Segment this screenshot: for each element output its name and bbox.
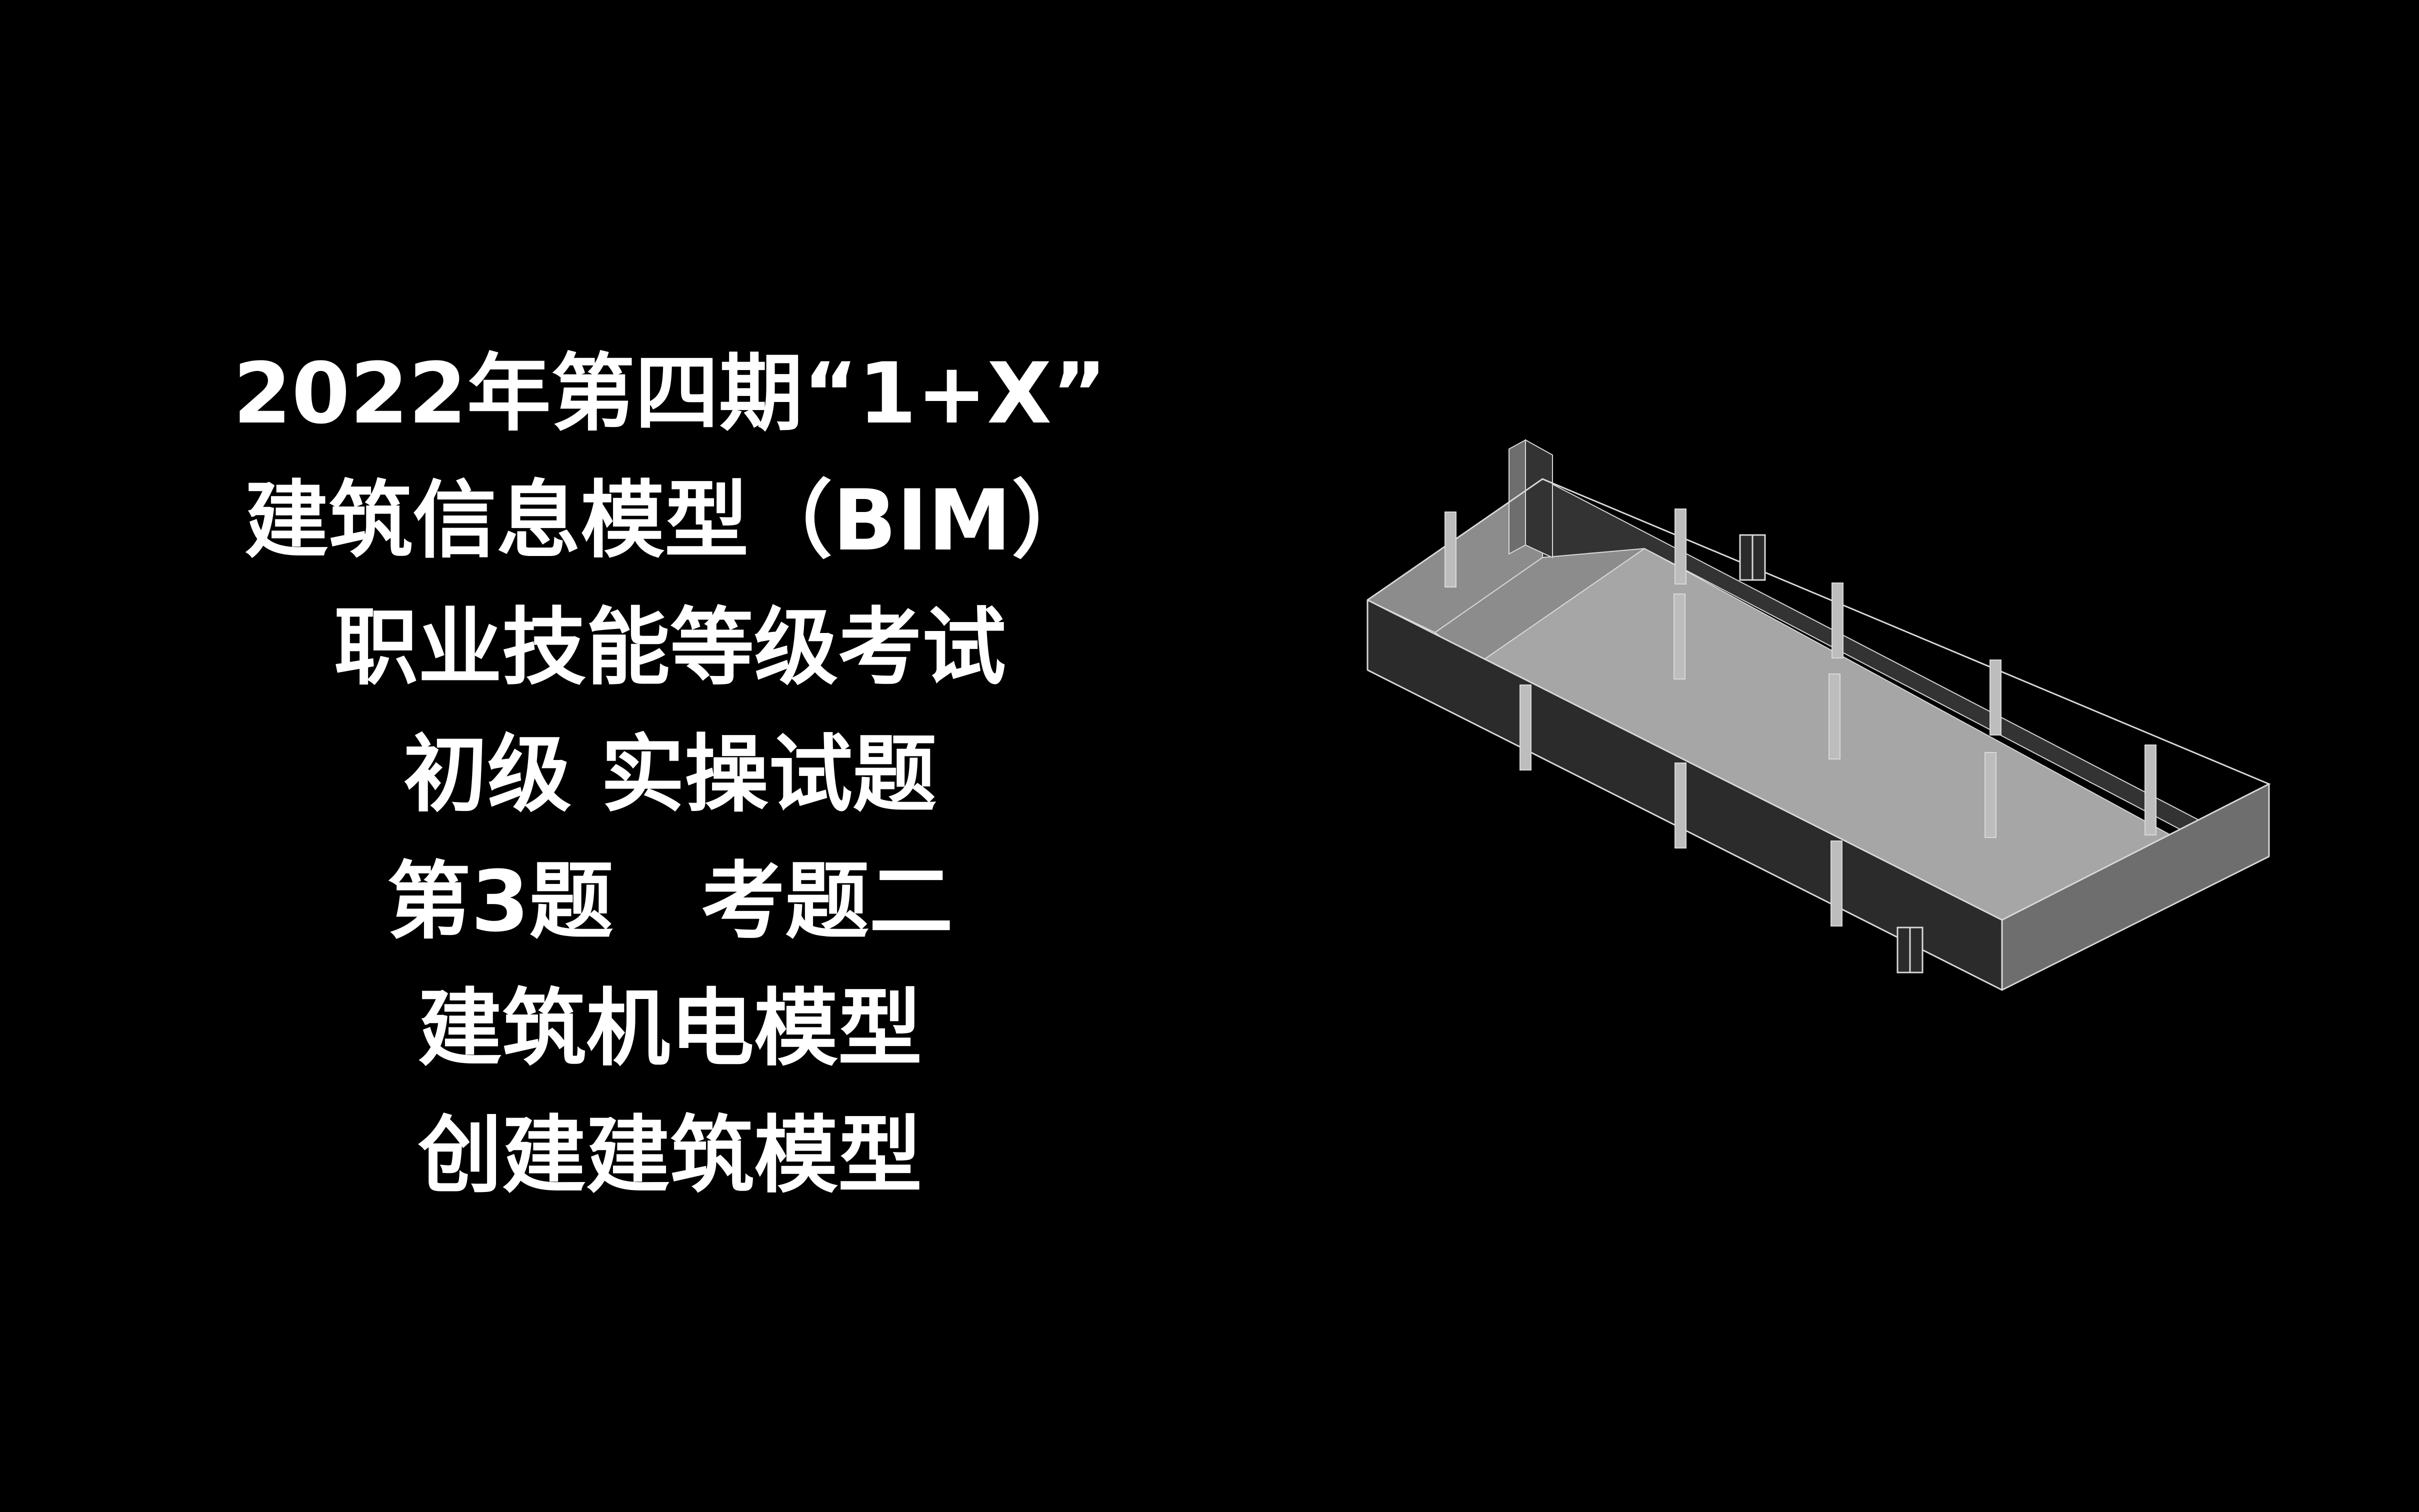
column	[1984, 752, 1996, 838]
door-back	[1739, 534, 1766, 581]
column	[1830, 840, 1842, 926]
building-model-view	[1350, 400, 2300, 1130]
title-block: 2022年第四期“1+X” 建筑信息模型（BIM） 职业技能等级考试 初级 实操…	[165, 330, 1175, 1219]
title-line-bim: 建筑信息模型（BIM）	[244, 472, 1096, 570]
column	[1520, 684, 1532, 770]
column	[2144, 744, 2156, 836]
title-line-topic: 建筑机电模型	[418, 980, 922, 1078]
column	[1444, 512, 1456, 588]
title-line-exam-type: 职业技能等级考试	[334, 598, 1006, 696]
column	[1674, 762, 1686, 848]
column	[1832, 582, 1844, 658]
title-line-task: 创建建筑模型	[418, 1106, 922, 1204]
shaft-block-face	[1525, 439, 1553, 558]
building-model-illustration	[1366, 439, 2271, 991]
door-front	[1896, 926, 1924, 974]
title-line-question-number: 第3题 考题二	[386, 852, 954, 950]
title-line-exam-name: 2022年第四期“1+X”	[233, 344, 1107, 442]
column	[1828, 674, 1840, 760]
column	[1990, 660, 2002, 736]
title-line-level: 初级 实操试题	[403, 726, 937, 824]
column	[1674, 508, 1686, 584]
column	[1674, 594, 1686, 680]
